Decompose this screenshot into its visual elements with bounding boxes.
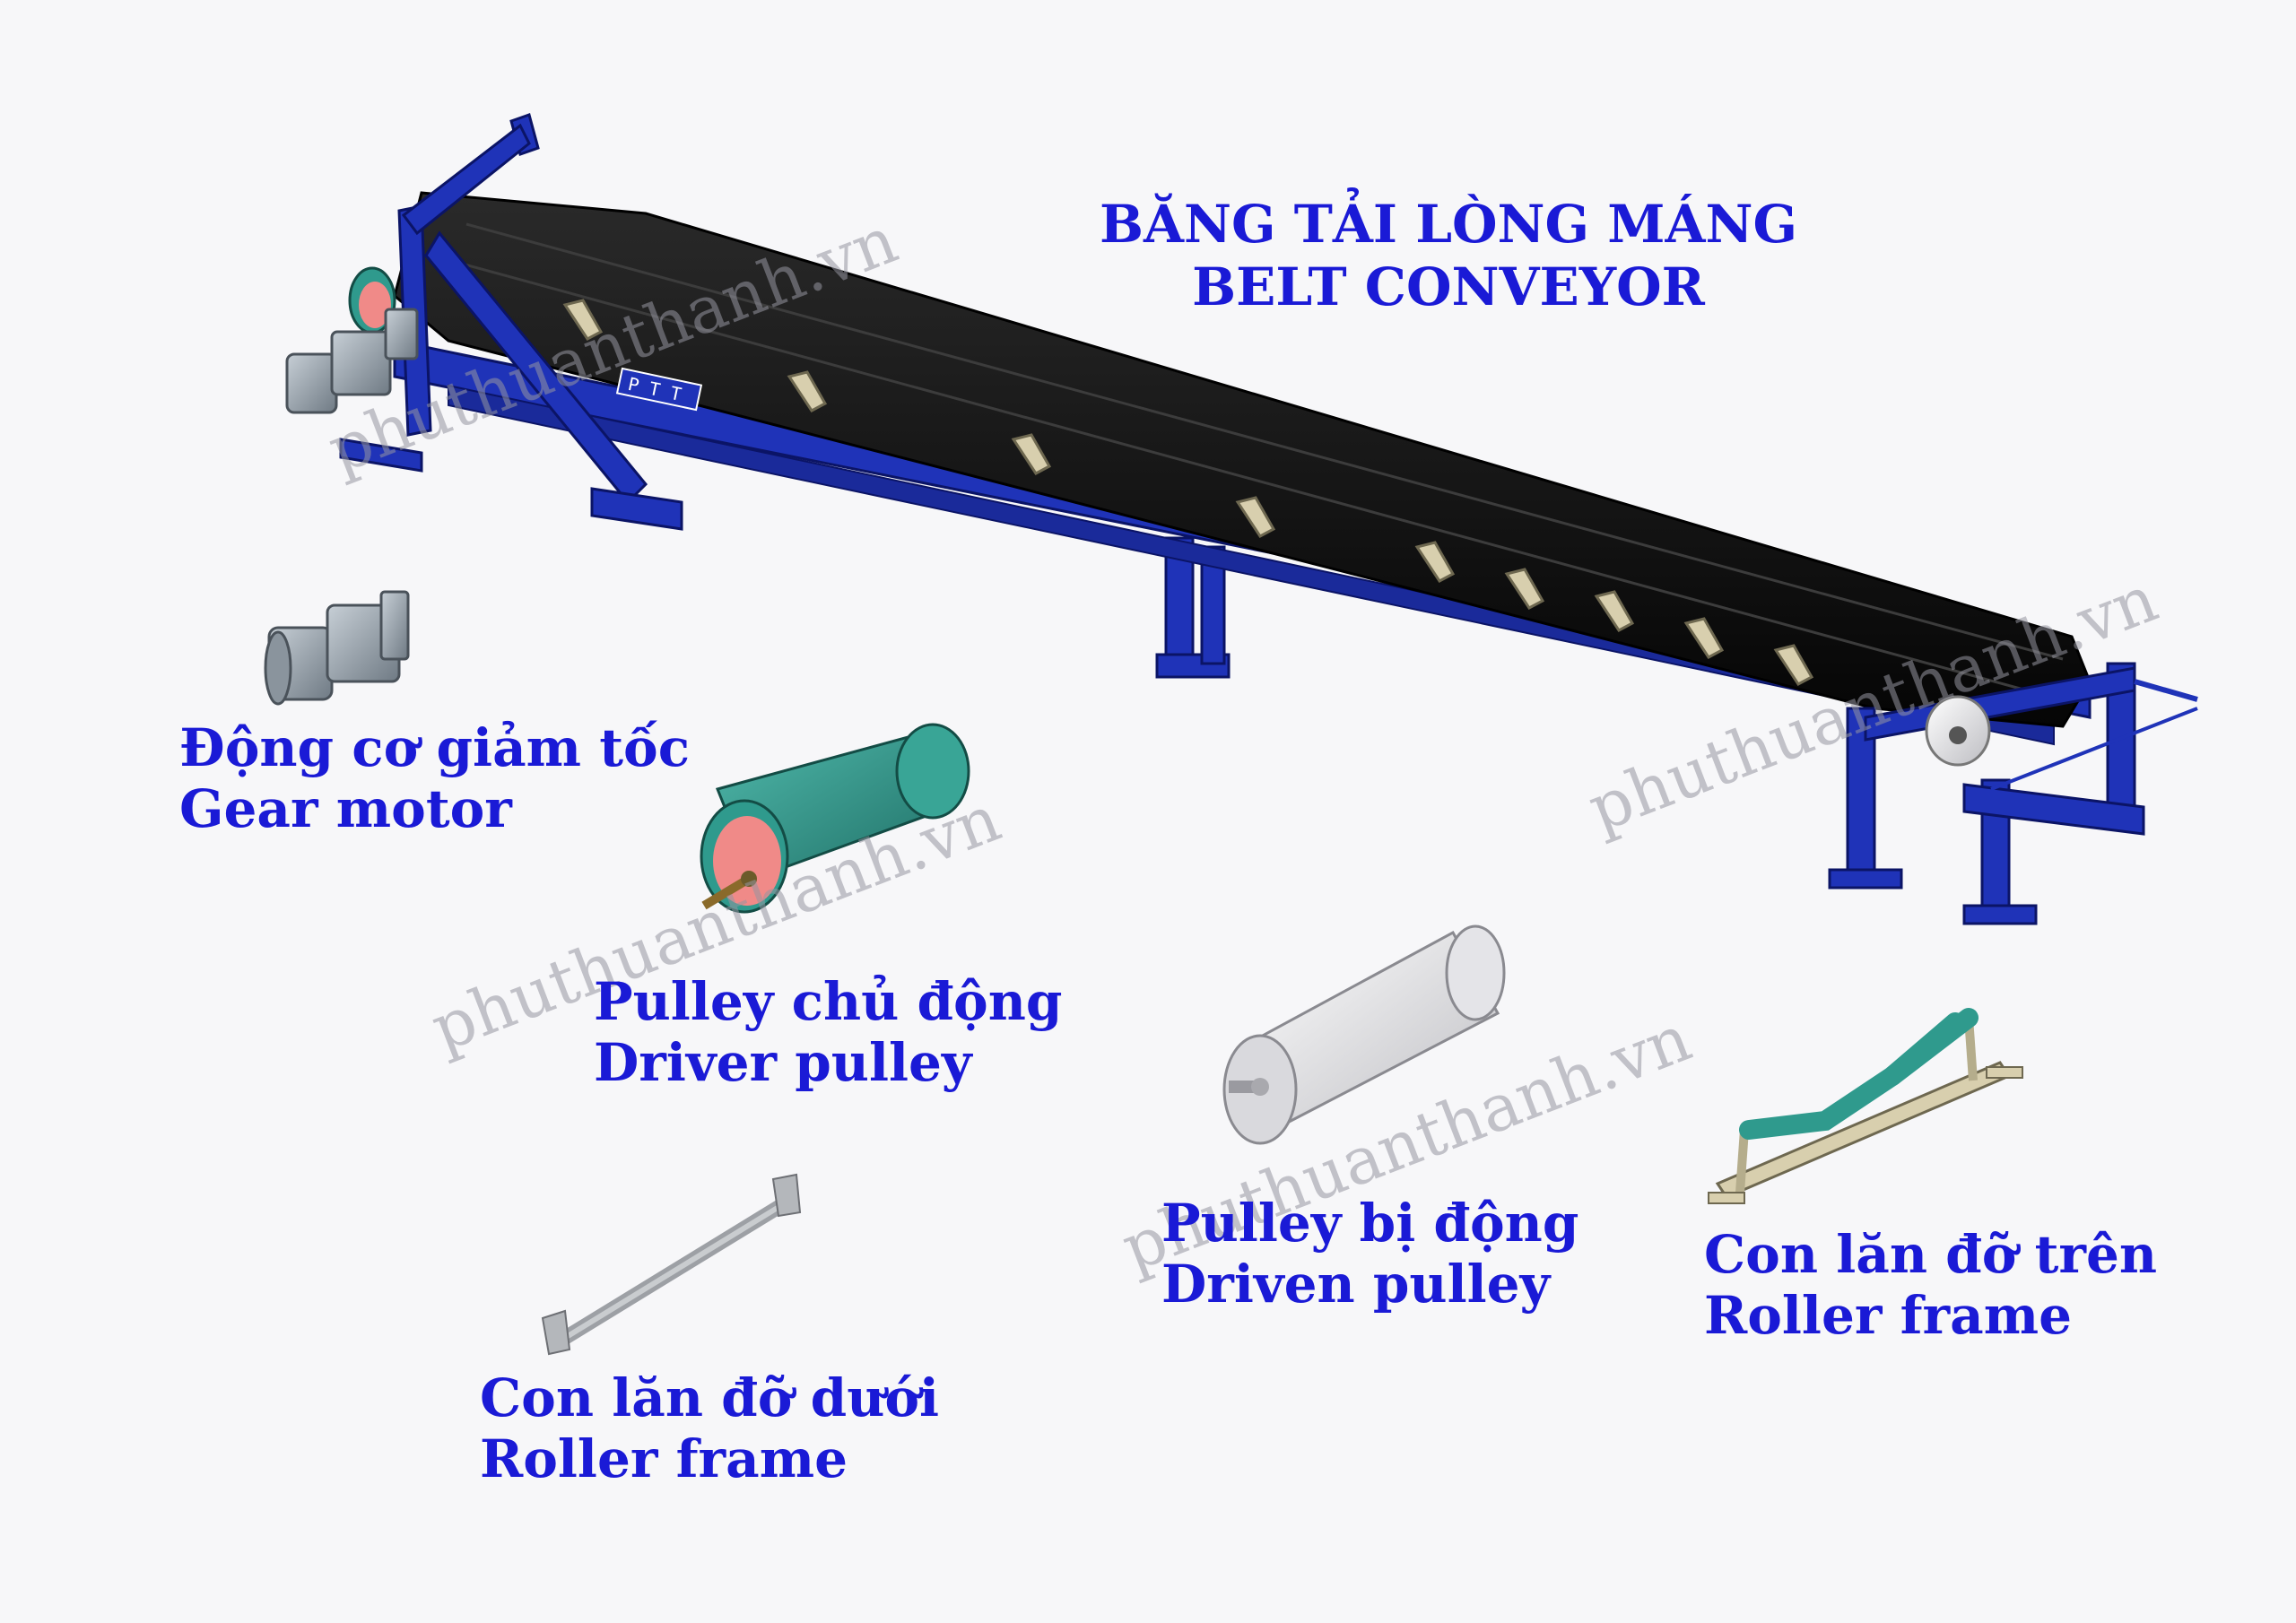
upper-roller-frame-label: Con lăn đỡ trên Roller frame bbox=[1704, 1224, 2157, 1346]
title-line-vi: BĂNG TẢI LÒNG MÁNG bbox=[1099, 194, 1798, 255]
head-drive-pulley bbox=[348, 266, 396, 334]
lower-roller-frame-illustration bbox=[541, 1173, 802, 1356]
driven-pulley-label-en: Driven pulley bbox=[1161, 1254, 1551, 1315]
upper-roller-frame-illustration bbox=[1708, 1008, 2023, 1204]
lower-roller-frame-label: Con lăn đỡ dưới Roller frame bbox=[480, 1367, 939, 1489]
driven-pulley-illustration bbox=[1222, 924, 1506, 1145]
driven-pulley-label-vi: Pulley bị động bbox=[1161, 1193, 1579, 1254]
driver-pulley-label-en: Driver pulley bbox=[594, 1032, 972, 1093]
lower-roller-frame-label-vi: Con lăn đỡ dưới bbox=[480, 1367, 940, 1428]
driver-pulley-label-vi: Pulley chủ động bbox=[594, 971, 1063, 1032]
gear-motor-illustration bbox=[264, 590, 410, 706]
mounted-gear-motor bbox=[285, 308, 419, 414]
tail-pulley bbox=[1925, 695, 1991, 767]
upper-roller-frame-label-en: Roller frame bbox=[1704, 1285, 2072, 1346]
driver-pulley-illustration bbox=[700, 723, 970, 914]
head-frame bbox=[339, 113, 683, 531]
upper-roller-frame-label-vi: Con lăn đỡ trên bbox=[1704, 1224, 2158, 1285]
gear-motor-label-en: Gear motor bbox=[179, 778, 512, 839]
driven-pulley-label: Pulley bị động Driven pulley bbox=[1161, 1193, 1578, 1315]
lower-roller-frame-label-en: Roller frame bbox=[480, 1428, 848, 1489]
gear-motor-label: Động cơ giảm tốc Gear motor bbox=[179, 717, 690, 839]
troughing-idlers bbox=[562, 299, 1814, 686]
diagram-title: BĂNG TẢI LÒNG MÁNG BELT CONVEYOR bbox=[1099, 193, 1798, 318]
belt-conveyor-assembly: P T T bbox=[285, 113, 2198, 925]
title-line-en: BELT CONVEYOR bbox=[1192, 256, 1705, 317]
gear-motor-label-vi: Động cơ giảm tốc bbox=[179, 717, 691, 778]
support-leg-middle bbox=[1155, 536, 1231, 679]
driver-pulley-label: Pulley chủ động Driver pulley bbox=[594, 971, 1062, 1093]
